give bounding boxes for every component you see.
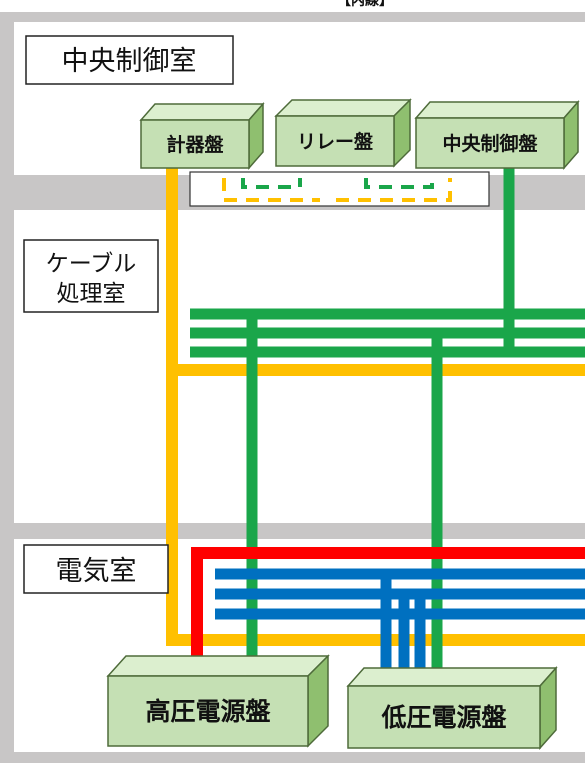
panel-relay-label: リレー盤	[297, 130, 374, 153]
top-slab	[0, 12, 585, 22]
room-label-electrical-room: 電気室	[23, 544, 169, 594]
room-label-cable-room: ケーブル 処理室	[23, 239, 159, 313]
header-fragment: 【内線】	[337, 0, 393, 9]
yellow-cable	[166, 166, 585, 646]
blue-cables	[215, 568, 585, 678]
panel-high-voltage: 高圧電源盤	[106, 654, 330, 748]
panel-instrument: 計器盤	[139, 102, 265, 170]
room-label-cable-room-line2: 処理室	[57, 281, 126, 307]
panel-central-control: 中央制御盤	[414, 100, 580, 170]
panel-central-control-label: 中央制御盤	[442, 132, 538, 155]
red-cable	[191, 547, 585, 664]
room-label-cable-room-line1: ケーブル	[46, 251, 137, 277]
panel-low-voltage: 低圧電源盤	[346, 666, 558, 750]
room-label-electrical-room-text: 電気室	[56, 556, 137, 587]
panel-low-voltage-label: 低圧電源盤	[380, 703, 507, 732]
left-wall	[0, 12, 14, 763]
opening-dashed-cables	[222, 178, 452, 202]
panel-relay: リレー盤	[274, 98, 412, 168]
floor-slab-2	[0, 523, 585, 539]
bottom-slab	[0, 752, 585, 763]
yellow-cable-main	[166, 166, 585, 646]
room-label-control-room-text: 中央制御室	[62, 46, 197, 77]
room-label-control-room: 中央制御室	[25, 35, 234, 85]
panel-instrument-label: 計器盤	[166, 133, 224, 156]
panel-high-voltage-label: 高圧電源盤	[145, 697, 271, 726]
